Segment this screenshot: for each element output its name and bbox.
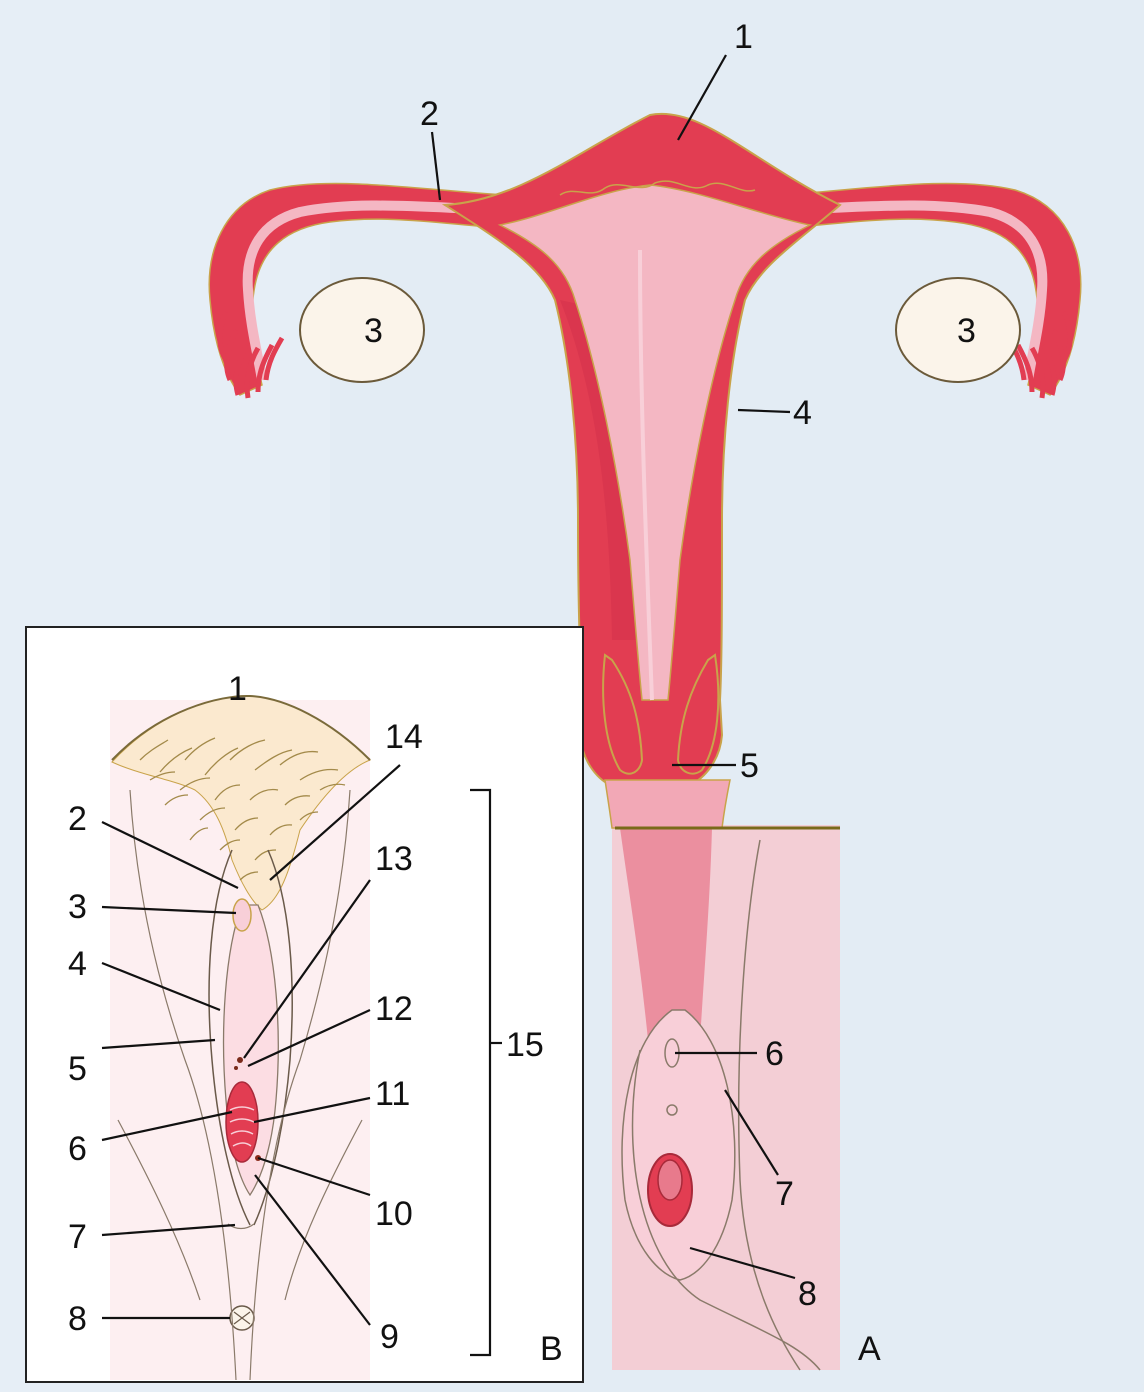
label-b-11: 11 [375, 1075, 410, 1113]
label-a-7: 7 [775, 1175, 794, 1213]
label-b-3: 3 [68, 888, 87, 926]
label-b-7: 7 [68, 1218, 87, 1256]
label-b-13: 13 [375, 840, 413, 878]
anus [230, 1306, 254, 1330]
label-a-8: 8 [798, 1275, 817, 1313]
label-b-14: 14 [385, 718, 423, 756]
panel-label-a: A [858, 1330, 881, 1368]
left-ovary [300, 278, 424, 382]
label-a-4: 4 [793, 394, 812, 432]
figure-b: 1 2 3 4 5 6 7 8 9 10 11 12 13 14 15 B [26, 627, 583, 1382]
panel-label-b: B [540, 1330, 563, 1368]
urethra-opening-b [237, 1057, 243, 1063]
label-a-6: 6 [765, 1035, 784, 1073]
label-b-10: 10 [375, 1195, 413, 1233]
label-b-1: 1 [228, 670, 247, 708]
label-a-3-left: 3 [364, 312, 383, 350]
label-b-9: 9 [380, 1318, 399, 1356]
vaginal-opening-inner [658, 1160, 682, 1200]
label-a-1: 1 [734, 18, 753, 56]
label-b-5: 5 [68, 1050, 87, 1088]
label-b-8: 8 [68, 1300, 87, 1338]
label-b-6: 6 [68, 1130, 87, 1168]
label-b-4: 4 [68, 945, 87, 983]
label-b-2: 2 [68, 800, 87, 838]
label-b-15: 15 [506, 1026, 544, 1064]
clitoral-hood [233, 899, 251, 931]
paraurethral-dot [234, 1066, 238, 1070]
label-b-12: 12 [375, 990, 413, 1028]
label-a-5: 5 [740, 747, 759, 785]
label-a-2: 2 [420, 95, 439, 133]
label-a-3-right: 3 [957, 312, 976, 350]
vaginal-canal [605, 780, 730, 828]
small-opening [667, 1105, 677, 1115]
